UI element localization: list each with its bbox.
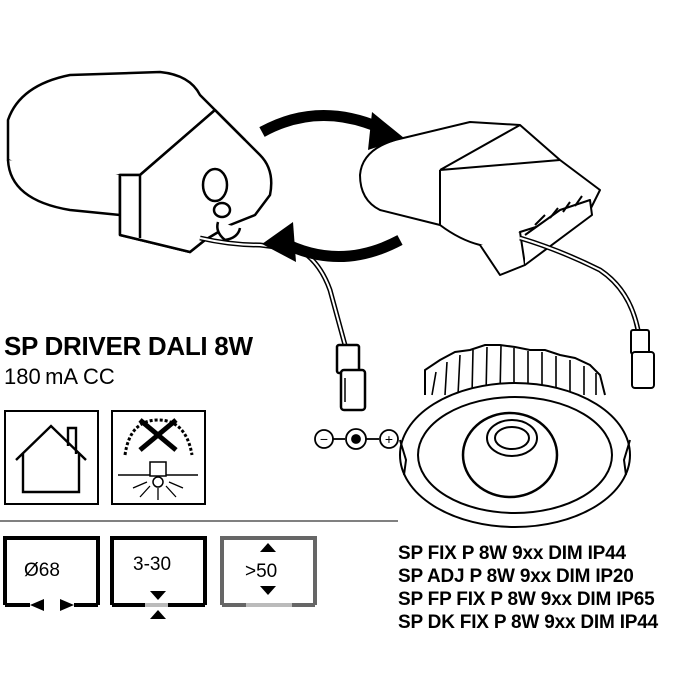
polarity-symbol — [314, 428, 399, 450]
ceiling-thickness-label: 3-30 — [133, 554, 172, 575]
model-item: SP FP FIX P 8W 9xx DIM IP65 — [398, 589, 655, 610]
clearance-label: >50 — [245, 561, 278, 582]
cutout-label: Ø68 — [24, 560, 60, 581]
model-list: SP FIX P 8W 9xx DIM IP44 SP ADJ P 8W 9xx… — [398, 542, 658, 634]
no-insulation-cover-icon — [111, 410, 206, 505]
product-subtitle: 180 mA CC — [4, 364, 115, 389]
cutout-diameter-icon — [3, 536, 100, 611]
indoor-house-icon — [4, 410, 99, 505]
model-item: SP ADJ P 8W 9xx DIM IP20 — [398, 566, 634, 587]
ceiling-thickness-icon — [110, 536, 207, 619]
downlight-illustration — [399, 344, 631, 528]
product-title: SP DRIVER DALI 8W — [4, 331, 253, 361]
swap-arrows — [259, 110, 404, 262]
clearance-height-icon — [220, 536, 317, 607]
model-item: SP FIX P 8W 9xx DIM IP44 — [398, 543, 626, 564]
model-item: SP DK FIX P 8W 9xx DIM IP44 — [398, 612, 658, 633]
driver-open-illustration — [359, 121, 655, 389]
driver-closed-illustration — [6, 70, 367, 412]
